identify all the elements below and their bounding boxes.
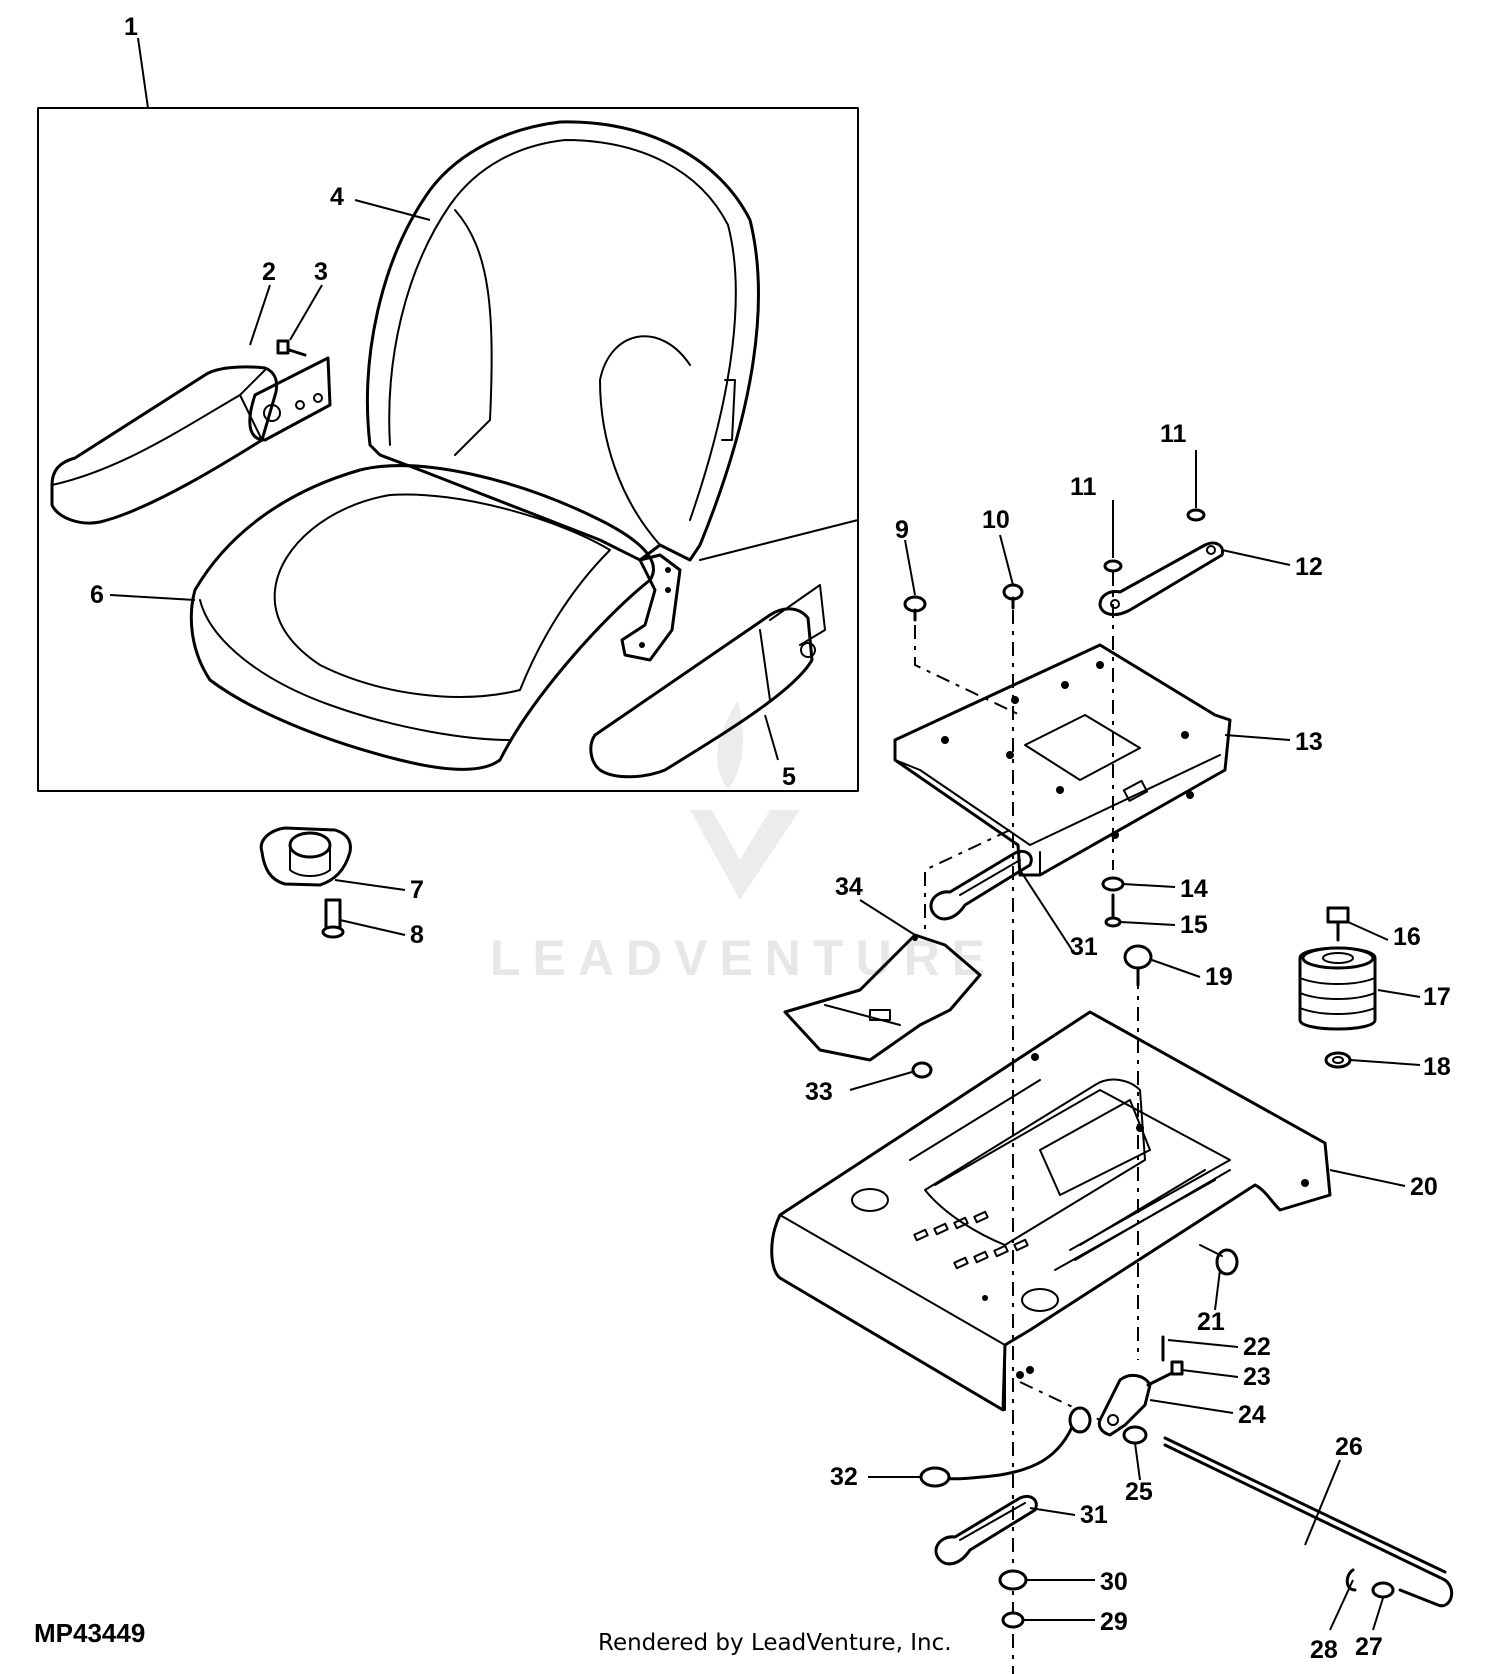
callout-23: 23	[1243, 1363, 1271, 1391]
callout-3: 3	[314, 258, 328, 286]
callout-12: 12	[1295, 553, 1323, 581]
callout-9: 9	[895, 516, 909, 544]
seat-cushion	[189, 464, 655, 771]
callout-18: 18	[1423, 1053, 1451, 1081]
bolt-23	[1146, 1360, 1184, 1387]
callout-4: 4	[330, 183, 344, 211]
bolt-10	[1002, 583, 1024, 610]
callout-7: 7	[410, 876, 424, 904]
clip-28	[1345, 1568, 1357, 1592]
seat-backrest	[366, 120, 760, 562]
rod-26	[1163, 1436, 1454, 1608]
callout-34: 34	[835, 873, 863, 901]
washer-11b	[1186, 508, 1206, 522]
bolt-19	[1123, 944, 1153, 987]
callout-13: 13	[1295, 728, 1323, 756]
callout-2: 2	[262, 258, 276, 286]
nut-33	[911, 1061, 933, 1079]
callout-31b: 31	[1080, 1501, 1108, 1529]
callout-14: 14	[1180, 875, 1208, 903]
washer-27	[1371, 1581, 1395, 1599]
callout-17: 17	[1423, 983, 1451, 1011]
callout-8: 8	[410, 921, 424, 949]
link-31-top	[929, 849, 1033, 921]
callout-11a: 11	[1070, 473, 1097, 501]
bolt-3	[276, 339, 307, 357]
assembly-line-31	[924, 829, 1011, 930]
slot-row-lower	[953, 1238, 1029, 1270]
nut-25	[1122, 1425, 1148, 1445]
link-12	[1098, 541, 1225, 617]
right-armrest	[589, 584, 826, 779]
callout-19: 19	[1205, 963, 1233, 991]
diagram-id: MP43449	[34, 1618, 146, 1648]
callout-16: 16	[1393, 923, 1421, 951]
bushing-30	[998, 1569, 1028, 1591]
callout-28: 28	[1310, 1636, 1338, 1664]
washer-14	[1101, 876, 1125, 892]
callout-21: 21	[1197, 1308, 1225, 1336]
callout-22: 22	[1243, 1333, 1271, 1361]
callout-20: 20	[1410, 1173, 1438, 1201]
link-31-bottom	[934, 1494, 1038, 1566]
watermark: LEADVENTURE	[490, 700, 997, 986]
seat-base-20	[770, 1010, 1332, 1412]
rendered-by-footer: Rendered by LeadVenture, Inc.	[598, 1630, 952, 1656]
bracket-24	[1097, 1373, 1152, 1437]
callout-32: 32	[830, 1463, 858, 1491]
callout-33: 33	[805, 1078, 833, 1106]
washer-18	[1324, 1051, 1352, 1069]
harness-32	[919, 1406, 1092, 1488]
right-armrest-bracket	[620, 553, 682, 662]
plug-21	[1199, 1244, 1239, 1276]
callout-6: 6	[90, 581, 104, 609]
slot-row-upper	[913, 1210, 989, 1242]
pin-8	[321, 898, 345, 939]
callout-24: 24	[1238, 1401, 1266, 1429]
callout-31a: 31	[1070, 933, 1098, 961]
bolt-16	[1326, 906, 1350, 942]
bolt-9	[903, 595, 927, 622]
callout-30: 30	[1100, 1568, 1128, 1596]
washer-11a	[1103, 559, 1123, 573]
seat-switch-7	[259, 826, 352, 887]
seat-assembly-box	[37, 107, 859, 792]
callout-25: 25	[1125, 1478, 1153, 1506]
bolt-15	[1104, 893, 1122, 928]
callout-27: 27	[1355, 1633, 1383, 1661]
nut-29	[1001, 1611, 1025, 1629]
left-armrest-bracket	[248, 356, 332, 442]
watermark-text: LEADVENTURE	[490, 930, 997, 986]
callout-5: 5	[782, 763, 796, 791]
assembly-line-9	[914, 625, 1021, 716]
callout-10: 10	[982, 506, 1010, 534]
slide-plate-13	[893, 643, 1232, 877]
callout-11b: 11	[1160, 420, 1187, 448]
left-armrest	[50, 365, 279, 525]
callout-labels: 1 2 3 4 5 6 7 8 9 10 11 11 12 13 14 15 1…	[90, 13, 1451, 1664]
leader-lines	[109, 37, 1421, 1631]
callout-1: 1	[124, 13, 138, 41]
isolator-17	[1298, 946, 1377, 1031]
seat-edge-line	[699, 519, 859, 561]
callout-29: 29	[1100, 1608, 1128, 1636]
callout-26: 26	[1335, 1433, 1363, 1461]
bracket-34	[783, 933, 982, 1062]
callout-15: 15	[1180, 911, 1208, 939]
